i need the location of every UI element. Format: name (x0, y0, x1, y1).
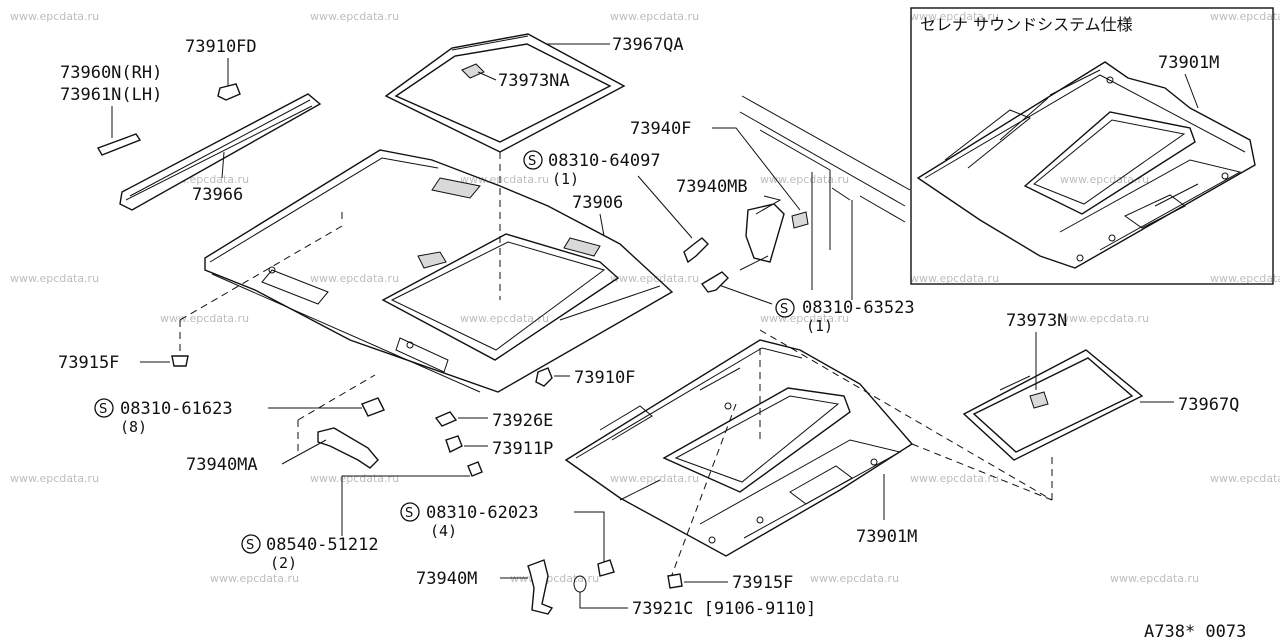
part-label-73967QA: 73967QA (612, 35, 684, 55)
part-label-73973N: 73973N (1006, 311, 1067, 331)
part-label-73940MB: 73940MB (676, 177, 748, 197)
qty-08310-63523: (1) (806, 317, 833, 335)
qty-08310-62023: (4) (430, 522, 457, 540)
watermark: www.epcdata.ru (460, 312, 549, 325)
watermark: www.epcdata.ru (910, 10, 999, 23)
part-label-73901M-main: 73901M (856, 527, 917, 547)
inset-title: セレナ サウンドシステム仕様 (920, 15, 1133, 34)
part-73901M-headlining: 73901M 73915F (564, 329, 1053, 593)
part-label-73910F: 73910F (574, 368, 635, 388)
watermark: www.epcdata.ru (910, 272, 999, 285)
part-label-08310-61623: 08310-61623 (120, 399, 233, 419)
part-label-73915F-left: 73915F (58, 353, 119, 373)
watermark: www.epcdata.ru (1210, 10, 1280, 23)
watermark: www.epcdata.ru (1060, 173, 1149, 186)
part-label-73921C: 73921C [9106-9110] (632, 599, 816, 619)
screw-08310-63523: S 08310-63523 (1) (700, 255, 915, 335)
screw-symbol: S (99, 402, 107, 417)
part-label-73906: 73906 (572, 193, 623, 213)
watermark: www.epcdata.ru (1210, 472, 1280, 485)
watermark: www.epcdata.ru (760, 173, 849, 186)
inset-panel: セレナ サウンドシステム仕様 73901M (910, 7, 1274, 285)
clips-center: 73910F 73926E 73911P (434, 367, 635, 477)
screw-08310-64097: S 08310-64097 (1) (523, 150, 709, 264)
part-73960N-73961N: 73960N(RH) 73961N(LH) 73966 (60, 63, 322, 211)
part-label-73961N: 73961N(LH) (60, 85, 162, 105)
qty-08540-51212: (2) (270, 554, 297, 572)
watermark: www.epcdata.ru (610, 10, 699, 23)
watermark: www.epcdata.ru (810, 572, 899, 585)
part-label-73960N: 73960N(RH) (60, 63, 162, 83)
part-label-73911P: 73911P (492, 439, 553, 459)
part-label-73926E: 73926E (492, 411, 553, 431)
screw-symbol: S (780, 302, 788, 317)
part-label-73940M: 73940M (416, 569, 477, 589)
watermark: www.epcdata.ru (310, 10, 399, 23)
watermark: www.epcdata.ru (1210, 272, 1280, 285)
watermark: www.epcdata.ru (10, 272, 99, 285)
qty-08310-64097: (1) (552, 170, 579, 188)
part-label-73901M-inset: 73901M (1158, 53, 1219, 73)
watermark: www.epcdata.ru (1110, 572, 1199, 585)
part-label-08310-62023: 08310-62023 (426, 503, 539, 523)
watermark: www.epcdata.ru (210, 572, 299, 585)
part-73910FD: 73910FD (185, 37, 257, 101)
part-73973N-73967Q: 73973N 73967Q (962, 311, 1239, 461)
part-label-73910FD: 73910FD (185, 37, 257, 57)
part-label-73915F-bottom: 73915F (732, 573, 793, 593)
screw-08310-62023: S 08310-62023 (4) 73940M 73921C [9106-91… (400, 502, 816, 619)
screw-symbol: S (528, 154, 536, 169)
watermark: www.epcdata.ru (10, 472, 99, 485)
watermark: www.epcdata.ru (460, 173, 549, 186)
watermark: www.epcdata.ru (610, 272, 699, 285)
screw-symbol: S (405, 506, 413, 521)
part-label-08540-51212: 08540-51212 (266, 535, 379, 555)
watermark: www.epcdata.ru (1060, 312, 1149, 325)
watermark: www.epcdata.ru (910, 472, 999, 485)
screw-symbol: S (246, 538, 254, 553)
part-73915F-left: 73915F (58, 353, 189, 373)
part-label-08310-64097: 08310-64097 (548, 151, 661, 171)
part-label-08310-63523: 08310-63523 (802, 298, 915, 318)
part-label-73966: 73966 (192, 185, 243, 205)
watermark: www.epcdata.ru (10, 10, 99, 23)
watermark: www.epcdata.ru (760, 312, 849, 325)
screw-08310-61623: S 08310-61623 (8) 73940MA (94, 374, 385, 475)
screw-08540-51212: S 08540-51212 (2) (241, 475, 470, 572)
watermark: www.epcdata.ru (610, 472, 699, 485)
watermark: www.epcdata.ru (160, 312, 249, 325)
part-73967QA-73973NA: 73967QA 73973NA (384, 33, 684, 300)
part-label-73940MA: 73940MA (186, 455, 258, 475)
watermark: www.epcdata.ru (310, 272, 399, 285)
watermarks: www.epcdata.ru www.epcdata.ru www.epcdat… (10, 10, 1280, 585)
watermark: www.epcdata.ru (310, 472, 399, 485)
part-73906-headlining: 73906 (179, 149, 674, 393)
part-label-73973NA: 73973NA (498, 71, 570, 91)
footer-code: A738* 0073 (1144, 622, 1246, 640)
part-label-73967Q: 73967Q (1178, 395, 1239, 415)
part-label-73940F: 73940F (630, 119, 691, 139)
body-pillar-area: 73940F 73940MB (630, 95, 911, 300)
qty-08310-61623: (8) (120, 418, 147, 436)
